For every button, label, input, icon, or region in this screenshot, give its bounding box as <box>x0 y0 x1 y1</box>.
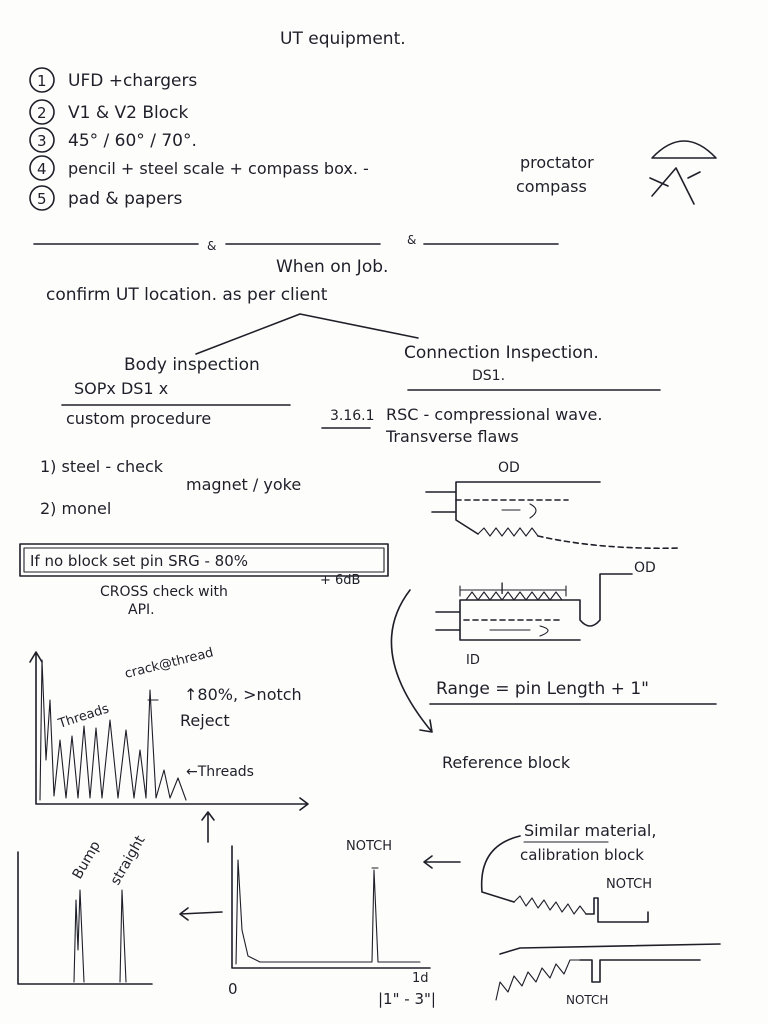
scan-1d-label: 1d <box>412 971 429 986</box>
bump-label: Bump <box>70 838 104 882</box>
pin-connection-diagram: OD <box>425 460 681 550</box>
length-label: l <box>500 580 504 598</box>
item-text: UFD +chargers <box>68 71 197 91</box>
procedure-ref: 3.16.1 <box>330 408 375 424</box>
scan-zero-label: 0 <box>228 980 238 998</box>
separator-line: & & <box>33 233 559 253</box>
protractor-icon <box>651 140 717 159</box>
od-label-2: OD <box>634 560 656 576</box>
compass-icon <box>649 167 701 205</box>
scan-notch-label: NOTCH <box>346 839 392 854</box>
left-arrow-icon <box>423 855 461 869</box>
equipment-item-2: 2 V1 & V2 Block <box>29 99 188 125</box>
equipment-list: 1 UFD +chargers 2 V1 & V2 Block 3 45° / … <box>29 67 369 211</box>
od-label: OD <box>498 460 520 476</box>
cross-check-line-1: CROSS check with <box>100 584 228 600</box>
body-inspection-section: Body inspection SOPx DS1 x custom proced… <box>40 355 375 518</box>
range-formula: Range = pin Length + 1" <box>436 679 649 699</box>
job-line-1: When on Job. <box>276 257 388 277</box>
scan-range-label: |1" - 3"| <box>378 990 436 1008</box>
equipment-item-5: 5 pad & papers <box>29 185 183 211</box>
up-arrow-icon <box>201 811 215 843</box>
item-number: 5 <box>37 190 47 208</box>
reject-label: Reject <box>180 711 230 730</box>
calibration-notch-label: NOTCH <box>606 877 652 892</box>
separator-mark: & <box>407 233 416 247</box>
signal-chart: Bump straight <box>17 833 153 985</box>
cross-check-line-2: API. <box>128 602 155 618</box>
calibration-line-2: calibration block <box>520 846 644 864</box>
steel-check-sub: magnet / yoke <box>186 475 301 494</box>
item-text: 45° / 60° / 70°. <box>68 131 197 151</box>
crack-thread-label: crack@thread <box>123 645 215 682</box>
body-inspection-heading: Body inspection <box>124 355 260 375</box>
connection-inspection-heading: Connection Inspection. <box>404 343 599 363</box>
job-line-2: confirm UT location. as per client <box>46 285 328 305</box>
page-title: UT equipment. <box>280 29 406 49</box>
box-line-1: If no block set pin SRG - 80% <box>30 552 248 570</box>
threshold-label: ↑80%, >notch <box>184 685 302 704</box>
item-text: pencil + steel scale + compass box. - <box>68 159 369 178</box>
steel-check: 1) steel - check <box>40 457 164 476</box>
compass-label: compass <box>516 177 587 196</box>
calibration-notch-bottom: NOTCH <box>566 993 608 1007</box>
item-number: 3 <box>37 132 47 150</box>
monel-item: 2) monel <box>40 499 111 518</box>
notch-scan-chart: NOTCH 0 1d |1" - 3"| <box>228 839 436 1008</box>
left-arrow-icon-2 <box>179 907 223 921</box>
separator-mark: & <box>207 239 216 253</box>
branch-lines <box>195 313 419 355</box>
item-number: 4 <box>37 160 47 178</box>
connection-inspection-sub: DS1. <box>472 368 505 384</box>
equipment-item-4: 4 pencil + steel scale + compass box. - <box>29 155 369 181</box>
straight-label: straight <box>108 833 149 888</box>
equipment-item-3: 3 45° / 60° / 70°. <box>29 127 197 153</box>
box-line-2: + 6dB <box>320 573 360 588</box>
transverse-line: Transverse flaws <box>385 427 519 446</box>
body-inspection-line-1: SOPx DS1 x <box>74 379 168 398</box>
reference-block-label: Reference block <box>442 753 571 772</box>
connection-inspection-section: Connection Inspection. DS1. RSC - compre… <box>385 343 661 446</box>
protractor-label: proctator <box>520 153 594 172</box>
id-label: ID <box>466 653 480 668</box>
calibration-block: Similar material, calibration block NOTC… <box>480 821 721 1007</box>
item-number: 1 <box>37 72 47 90</box>
item-text: pad & papers <box>68 189 183 209</box>
pin-length-diagram: OD l ID Range = pin Length + 1" <box>429 560 717 705</box>
item-number: 2 <box>37 104 47 122</box>
curved-arrow-icon <box>390 589 433 733</box>
equipment-item-1: 1 UFD +chargers <box>29 67 197 93</box>
body-inspection-line-2: custom procedure <box>66 409 211 428</box>
thread-echo-chart: crack@thread Threads ↑80%, >notch Reject… <box>29 645 309 811</box>
pin-setting-box: If no block set pin SRG - 80% + 6dB <box>19 543 389 588</box>
calibration-line-1: Similar material, <box>524 821 656 840</box>
threads-label-right: ←Threads <box>186 764 254 780</box>
item-text: V1 & V2 Block <box>68 103 188 123</box>
rsc-line: RSC - compressional wave. <box>386 405 602 424</box>
